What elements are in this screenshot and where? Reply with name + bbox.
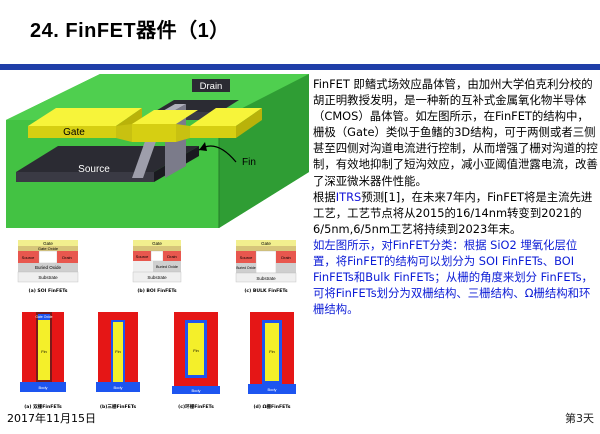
boi-finfet-diagram: Gate Source Drain Buried Oxide Substrate [132, 240, 182, 283]
tri-gate-diagram: Fin Body [96, 312, 140, 392]
footer-page-label: 第3天 [565, 412, 594, 425]
caption-tri-gate: (b)三栅FinFETs [100, 403, 136, 410]
bulk-finfet-diagram: Gate Source Drain Buried Oxide Substrate [235, 240, 297, 283]
itrs-term: ITRS [335, 189, 362, 204]
svg-text:Substrate: Substrate [147, 275, 167, 280]
svg-text:Source: Source [240, 255, 253, 260]
svg-text:Drain: Drain [281, 255, 291, 260]
svg-text:Fin: Fin [269, 349, 275, 354]
gate-all-around-diagram: Fin Body [172, 312, 220, 394]
svg-text:Buried Oxide: Buried Oxide [236, 266, 256, 270]
finfet-3d-diagram: Drain Gate Source Fin [6, 74, 309, 228]
source-label: Source [78, 164, 110, 175]
body-text: FinFET 即鳍式场效应晶体管，由加州大学伯克利分校的胡正明教授发明，是一种新… [313, 76, 599, 317]
svg-text:Gate: Gate [261, 241, 271, 246]
svg-text:Substrate: Substrate [38, 275, 58, 280]
gate-bridge [132, 110, 198, 124]
caption-soi: (a) SOI FinFETs [29, 288, 68, 294]
finfet-cross-sections: Gate Gate Oxide Source Drain Buried Oxid… [17, 240, 297, 410]
svg-text:Body: Body [267, 387, 276, 392]
caption-gate-all-around: (c)环栅FinFETs [178, 403, 214, 410]
svg-text:Drain: Drain [62, 255, 72, 260]
svg-text:Fin: Fin [115, 349, 121, 354]
svg-text:Body: Body [191, 388, 200, 393]
double-gate-diagram: Gate Oxide Fin Body [20, 312, 66, 392]
svg-text:Gate Oxide: Gate Oxide [35, 315, 52, 319]
omega-gate-diagram: Fin Body [248, 312, 296, 394]
svg-text:Fin: Fin [193, 348, 199, 353]
svg-text:Buried Oxide: Buried Oxide [35, 265, 62, 270]
svg-text:Fin: Fin [41, 349, 47, 354]
svg-text:Gate: Gate [43, 241, 53, 246]
svg-text:Body: Body [38, 385, 47, 390]
paragraph-classification: 如左图所示，对FinFET分类：根据 SiO2 埋氧化层位置，将FinFET的结… [313, 237, 593, 317]
title-divider [0, 64, 600, 70]
svg-text:Gate: Gate [152, 241, 162, 246]
gate-label: Gate [63, 127, 85, 138]
slide-title: 24. FinFET器件（1） [30, 20, 230, 42]
gate-arm-left-top [28, 108, 142, 126]
drain-label-box [192, 79, 230, 92]
caption-double-gate: (a) 双栅FinFETs [24, 403, 62, 410]
svg-text:Source: Source [136, 254, 149, 259]
paragraph-intro: FinFET 即鳍式场效应晶体管，由加州大学伯克利分校的胡正明教授发明，是一种新… [313, 77, 598, 188]
paragraph-itrs: 根据ITRS预测[1]，在未来7年内，FinFET将是主流先进工艺，工艺节点将从… [313, 189, 593, 236]
gate-arm-right-top [190, 108, 262, 126]
fin-label: Fin [242, 157, 256, 168]
svg-text:Drain: Drain [167, 254, 177, 259]
caption-bulk: (c) BULK FinFETs [244, 288, 288, 294]
caption-omega-gate: (d) Ω栅FinFETs [253, 403, 290, 410]
soi-finfet-diagram: Gate Gate Oxide Source Drain Buried Oxid… [17, 240, 79, 283]
svg-text:Gate Oxide: Gate Oxide [38, 246, 59, 251]
svg-text:Buried Oxide: Buried Oxide [156, 265, 178, 269]
caption-boi: (b) BOI FinFETs [137, 288, 177, 294]
drain-label: Drain [200, 81, 223, 92]
footer-date: 2017年11月15日 [7, 412, 96, 425]
svg-text:Substrate: Substrate [256, 276, 276, 281]
svg-text:Body: Body [113, 385, 122, 390]
source-slab [16, 146, 199, 172]
svg-text:Source: Source [22, 255, 35, 260]
